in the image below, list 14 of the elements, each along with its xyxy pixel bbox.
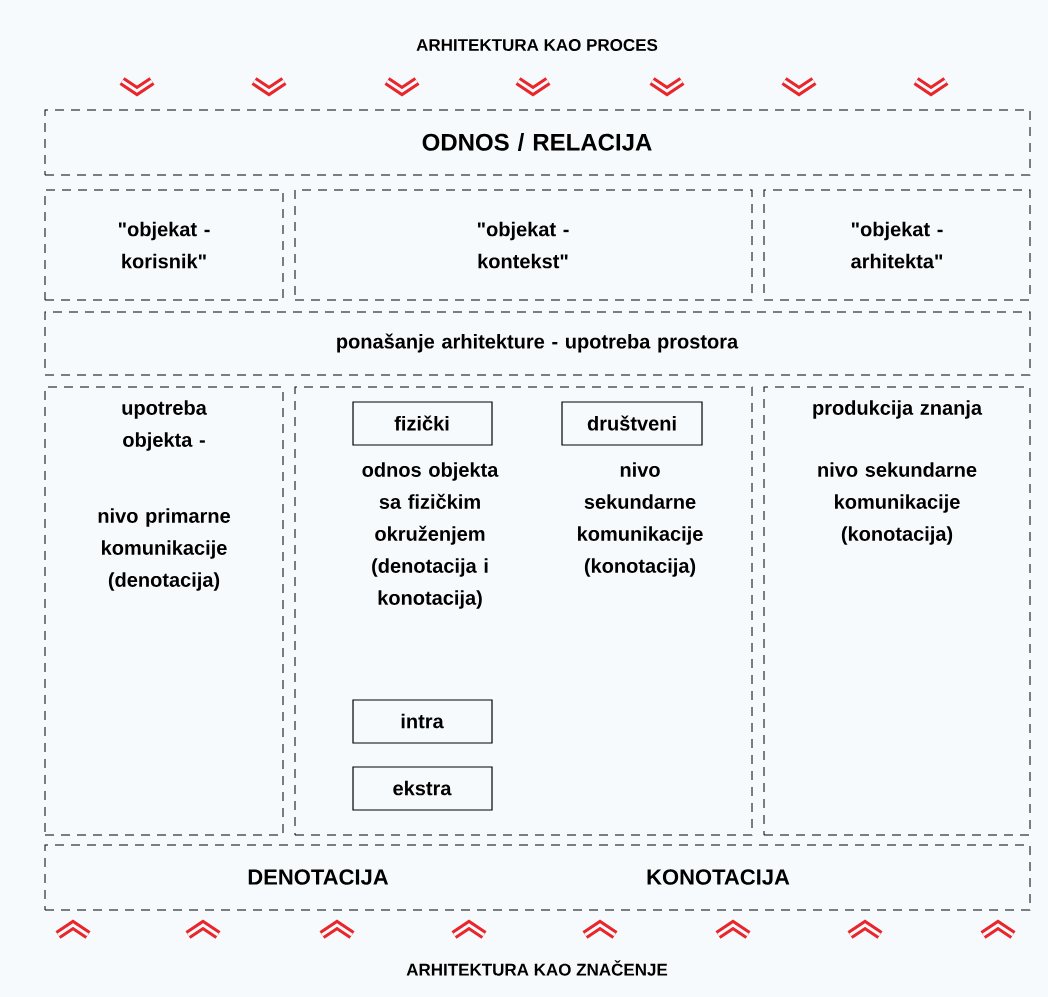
dashed-panel: "objekat - arhitekta" [763,189,1031,301]
label-box: ekstra [352,766,493,811]
heading: ARHITEKTURA KAO PROCES [416,39,658,52]
dashed-panel: DENOTACIJA KONOTACIJA [44,844,1031,911]
dashed-panel: upotreba objekta - nivo primarne komunikacije (denotacija) [44,386,284,836]
dashed-panel: ODNOS / RELACIJA [44,109,1031,176]
dashed-panel: "objekat - korisnik" [44,189,284,301]
dashed-panel: produkcija znanja nivo sekundarne komunikacije (konotacija) [763,386,1031,836]
dashed-panel: "objekat - kontekst" [294,189,753,301]
dashed-panel: ponašanje arhitekture - upotreba prostora [44,311,1031,376]
label-box: fizički [352,401,493,446]
heading: ARHITEKTURA KAO ZNAČENJE [406,960,668,976]
label-box: intra [352,699,493,744]
label-box: društveni [561,401,703,446]
